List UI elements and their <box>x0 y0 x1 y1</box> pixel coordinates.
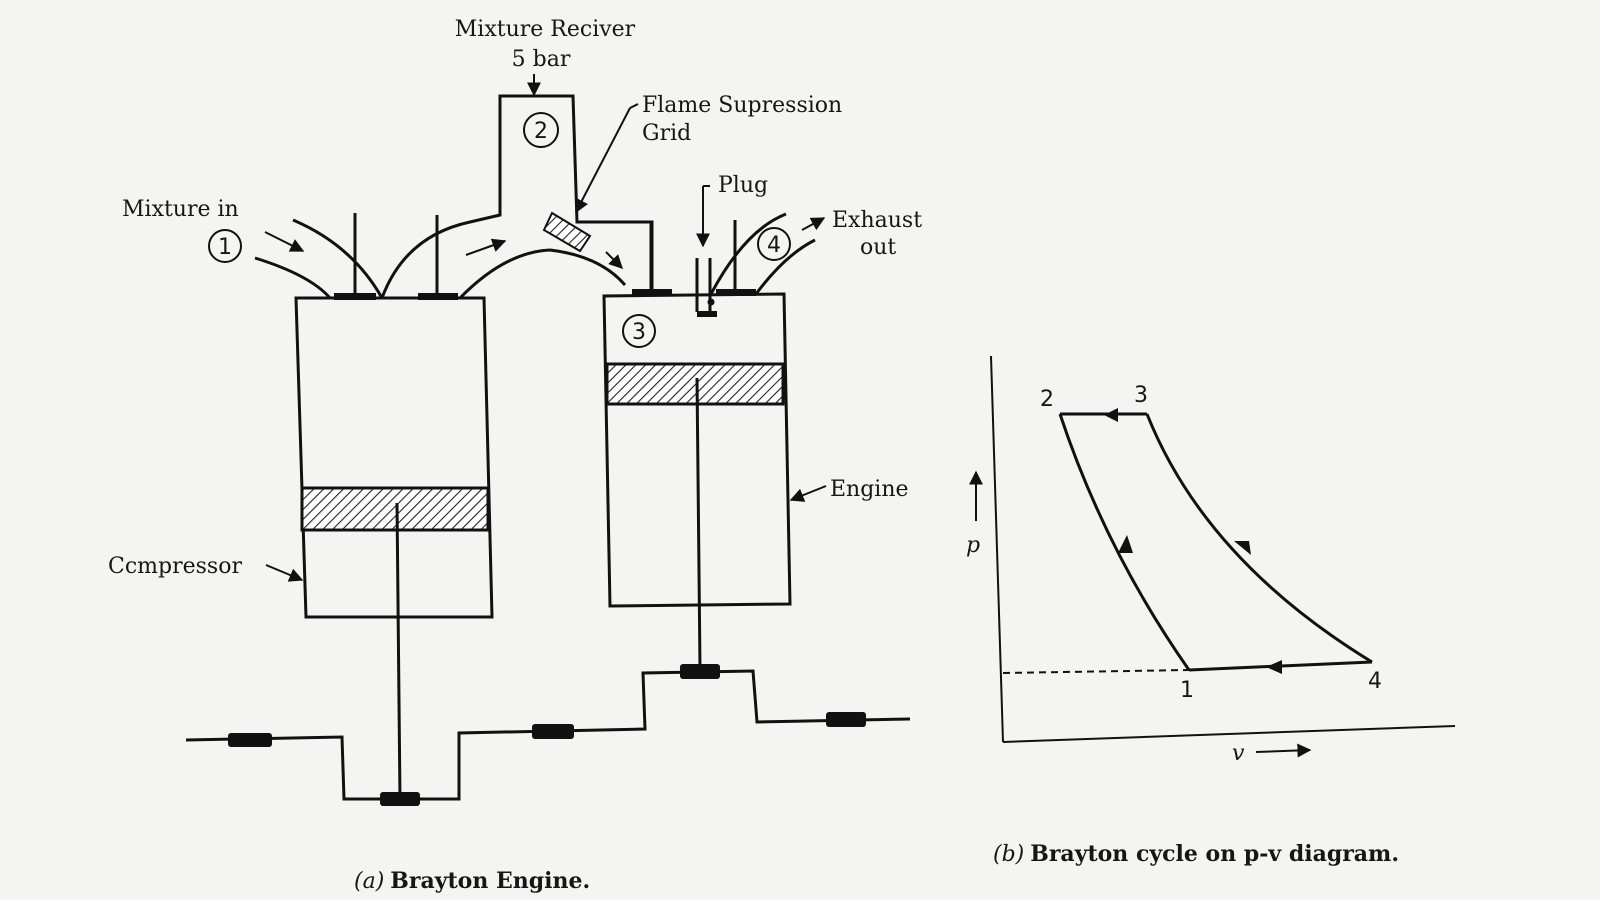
compression-curve-1-2 <box>1058 413 1191 671</box>
svg-text:1: 1 <box>218 235 232 260</box>
arrow-3-4 <box>1234 541 1251 555</box>
flame-grid-label-1: Flame Supression <box>642 93 842 118</box>
state-3-marker: 3 <box>622 314 656 348</box>
v-axis-arrow <box>1255 743 1312 758</box>
flow-arrow-to-receiver <box>465 238 507 256</box>
v-axis-line <box>1002 725 1456 743</box>
receiver-label: Mixture Reciver <box>455 17 636 42</box>
engine-leader <box>789 485 827 502</box>
compressor-leader <box>265 564 304 582</box>
crank-bearing <box>532 724 574 739</box>
v-axis-label: v <box>1232 741 1245 766</box>
spark-plug <box>695 258 712 312</box>
flame-grid-leader <box>575 107 631 214</box>
point-4-label: 4 <box>1368 669 1382 694</box>
flame-grid-label-2: Grid <box>642 121 691 146</box>
state-1-pressure-line <box>1002 669 1190 674</box>
point-3-label: 3 <box>1134 383 1148 408</box>
p-axis-label: p <box>966 533 980 558</box>
exhaust-label-2: out <box>860 235 896 260</box>
expansion-curve-3-4 <box>1145 413 1373 664</box>
mixture-in-arrow <box>264 231 305 252</box>
state-2-marker: 2 <box>523 112 559 148</box>
flame-suppression-grid <box>542 211 592 253</box>
state-1-marker: 1 <box>208 229 242 263</box>
receiver-pressure-label: 5 bar <box>512 47 571 72</box>
compressor-connecting-rod <box>395 502 402 801</box>
intake-duct-inner <box>254 256 332 299</box>
intake-duct-outer <box>292 218 384 299</box>
crank-bearing <box>228 733 272 747</box>
pv-diagram: p v 2 3 1 4 (b)Brayton cycle on p-v diag… <box>966 355 1456 867</box>
receiver-manifold <box>380 94 654 299</box>
compressor-cylinder <box>294 296 494 619</box>
p-axis-line <box>990 355 1004 743</box>
arrow-4-1 <box>1266 660 1282 674</box>
pv-caption: (b)Brayton cycle on p-v diagram. <box>993 841 1399 867</box>
flow-arrow-to-engine <box>605 251 623 269</box>
svg-text:3: 3 <box>632 320 646 345</box>
engine-piston <box>605 362 785 406</box>
crank-pin <box>380 792 420 806</box>
exhaust-label-1: Exhaust <box>832 208 922 233</box>
engine-label: Engine <box>830 477 909 502</box>
compressor-inlet-valve <box>334 293 376 300</box>
point-2-label: 2 <box>1040 387 1054 412</box>
exhaust-duct-inner <box>709 212 787 295</box>
compressor-label: Ccmpressor <box>108 554 242 579</box>
engine-caption: (a)Brayton Engine. <box>354 868 590 894</box>
mixture-in-label: Mixture in <box>122 197 239 222</box>
engine-inlet-valve <box>632 289 672 296</box>
svg-text:4: 4 <box>767 233 781 258</box>
svg-text:2: 2 <box>534 119 548 144</box>
exhaust-duct-outer <box>754 238 816 295</box>
crank-bearing <box>826 712 866 727</box>
transfer-duct-inner <box>458 248 627 300</box>
arrow-2-3 <box>1104 408 1118 422</box>
plug-label: Plug <box>718 173 768 198</box>
state-4-marker: 4 <box>757 227 791 261</box>
arrow-1-2 <box>1118 535 1133 553</box>
point-1-label: 1 <box>1180 678 1194 703</box>
engine-connecting-rod <box>695 377 702 669</box>
compressor-piston <box>300 486 490 532</box>
engine-exhaust-valve <box>716 289 756 296</box>
exhaust-arrow <box>801 217 826 231</box>
crank-pin <box>680 664 720 679</box>
brayton-engine-diagram: Mixture Reciver 5 bar 2 Flame Supression… <box>108 17 922 894</box>
compressor-outlet-valve <box>418 293 458 300</box>
